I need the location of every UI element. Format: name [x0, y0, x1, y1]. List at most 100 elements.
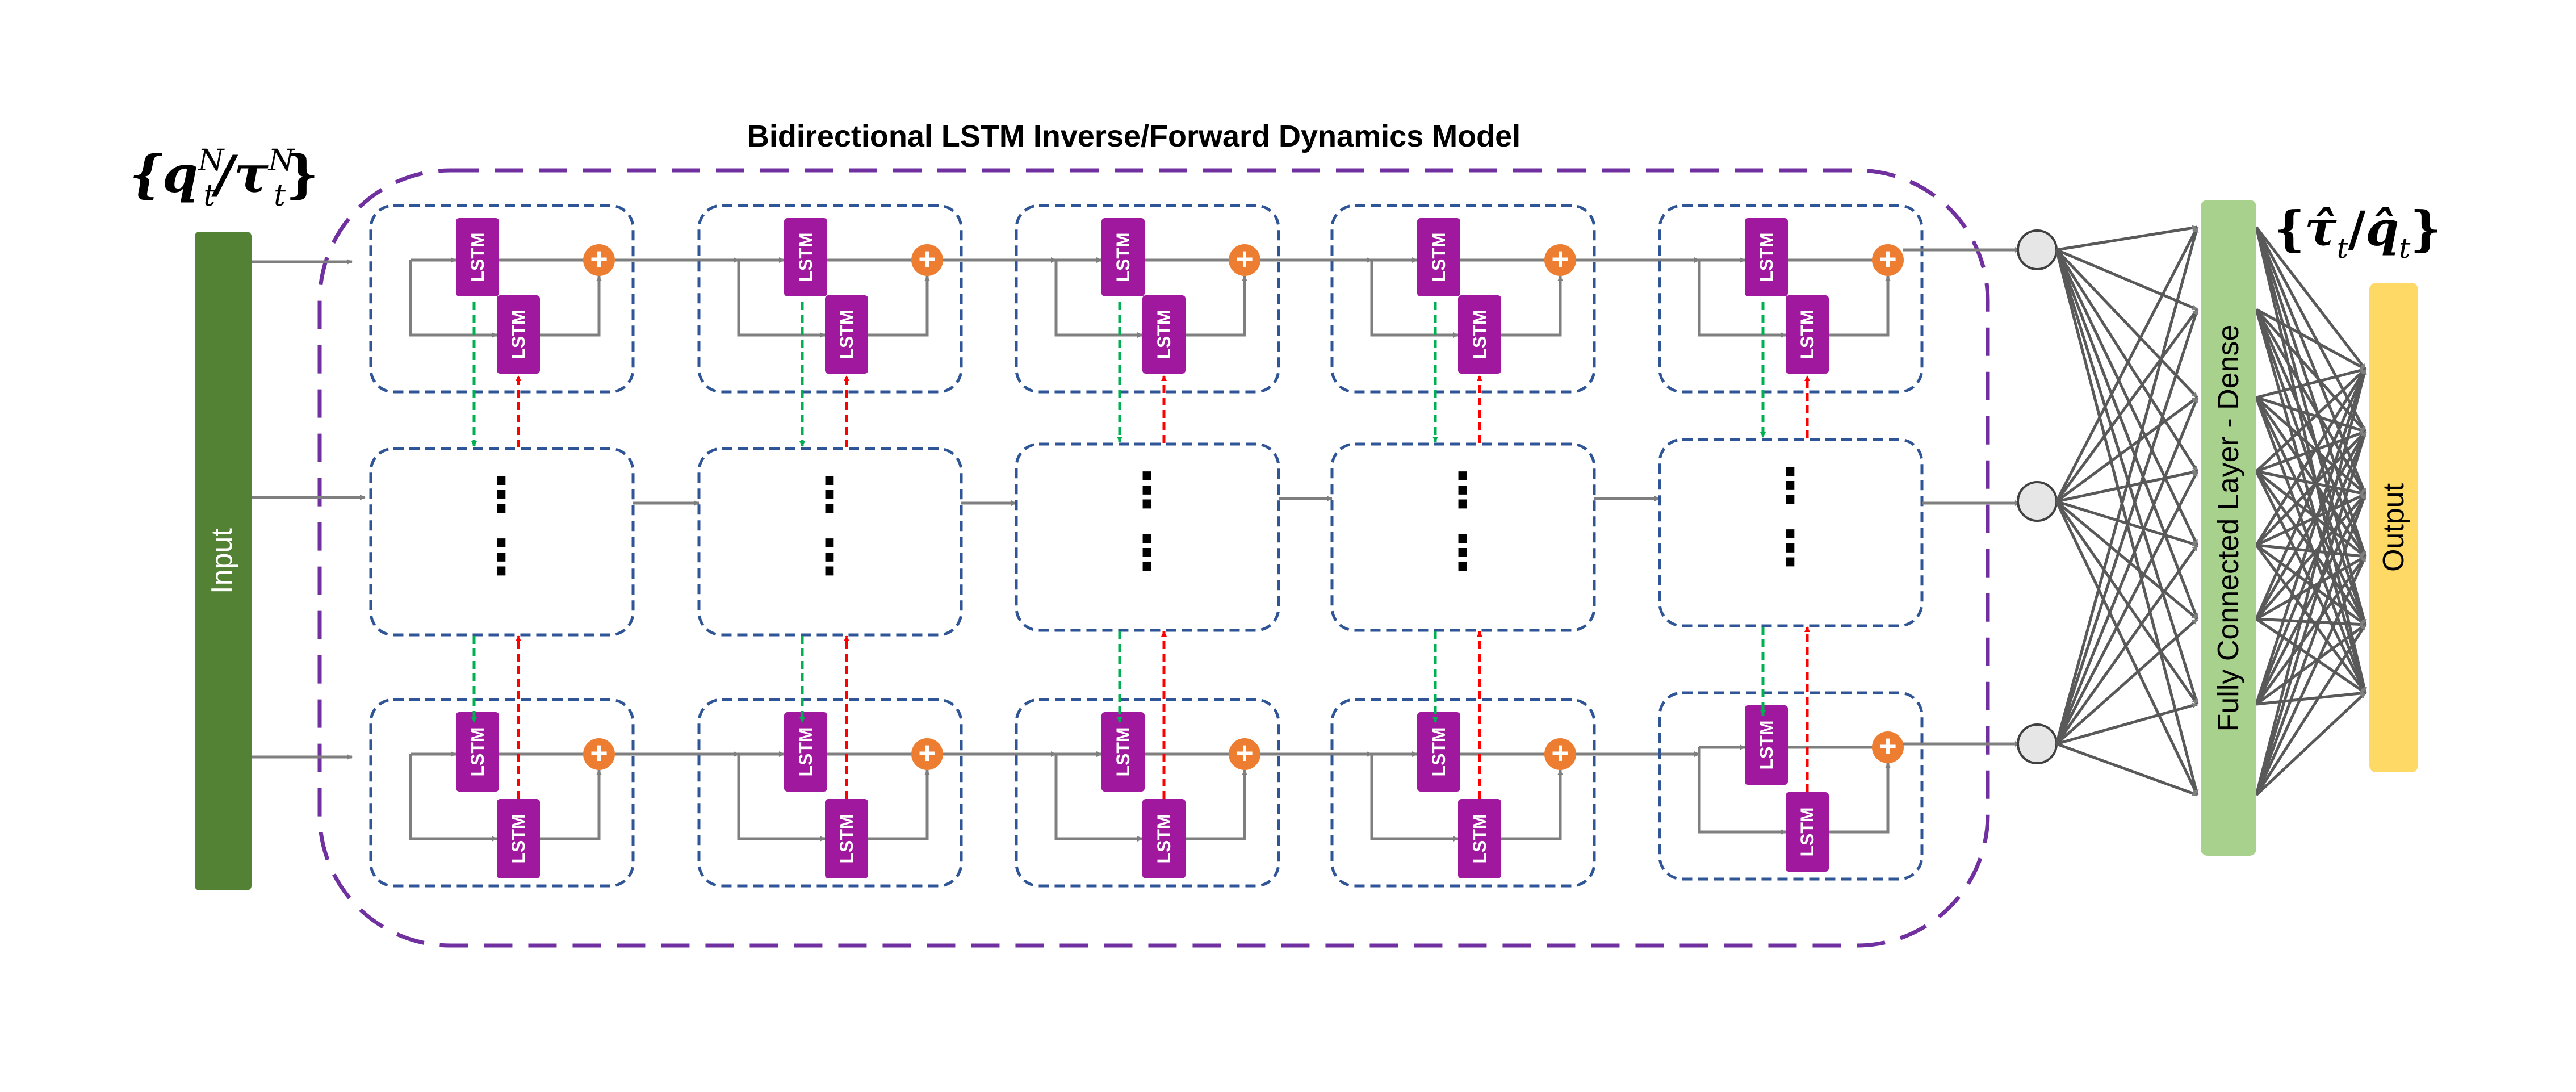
lstm-label: LSTM — [1113, 727, 1133, 776]
dense-input-edge — [2055, 500, 2199, 796]
lstm-backward-box — [825, 799, 868, 878]
sum-node — [1872, 244, 1904, 276]
lstm-backward-box — [497, 295, 540, 374]
output-edge — [2256, 690, 2366, 706]
output-edge — [2255, 555, 2367, 796]
output-edge — [2255, 492, 2366, 547]
ellipsis-icon: ⋮ — [1439, 462, 1486, 518]
sum-symbol: + — [1551, 242, 1569, 276]
ellipsis-icon: ⋮ — [806, 529, 853, 585]
middle-cell: ⋮⋮ — [1658, 438, 1924, 627]
sum-symbol: + — [1235, 736, 1254, 770]
output-bar — [2369, 283, 2418, 772]
sum-symbol: + — [918, 736, 936, 770]
dense-input-edge — [2055, 500, 2199, 705]
output-edge — [2255, 624, 2367, 796]
cell-border — [369, 204, 635, 394]
dense-input-edge — [2055, 470, 2199, 745]
lstm-label: LSTM — [467, 727, 488, 776]
output-edge — [2256, 367, 2366, 399]
output-edge — [2256, 543, 2366, 559]
middle-cell: ⋮⋮ — [697, 447, 963, 637]
dense-input-edge — [2055, 226, 2199, 503]
cell-border — [697, 204, 963, 394]
output-edge — [2255, 309, 2367, 625]
output-edge — [2255, 368, 2366, 472]
sum-symbol: + — [1879, 242, 1897, 276]
cell-border — [1330, 204, 1596, 394]
backward-to-sum-wire — [1501, 275, 1563, 337]
dense-input-edge — [2056, 742, 2198, 797]
input-label: Input — [206, 528, 238, 594]
output-edge — [2255, 227, 2367, 693]
dense-input-edge — [2055, 249, 2199, 705]
output-symbol: {τ̂t/q̂t} — [2274, 200, 2441, 265]
lstm-label: LSTM — [1469, 309, 1490, 359]
lstm-label: LSTM — [1756, 232, 1777, 282]
output-edge — [2256, 617, 2366, 627]
dense-input-edge — [2055, 500, 2198, 620]
lstm-backward-box — [1786, 792, 1829, 872]
cell-border — [369, 698, 635, 888]
dense-input-edge — [2055, 249, 2199, 472]
sum-node — [1229, 244, 1260, 276]
cell-border — [1330, 698, 1596, 888]
output-edge — [2255, 397, 2367, 693]
ellipsis-icon: ⋮ — [1123, 525, 1171, 580]
lstm-label: LSTM — [795, 727, 816, 776]
lstm-label: LSTM — [1797, 807, 1817, 856]
backward-input-wire — [1698, 260, 1786, 338]
lstm-backward-box — [1458, 295, 1501, 374]
lstm-forward-box — [1745, 218, 1788, 296]
backward-to-sum-wire — [1186, 769, 1247, 840]
sum-node — [1544, 244, 1576, 276]
lstm-label: LSTM — [467, 232, 488, 282]
dense-input-edge — [2055, 308, 2199, 503]
dense-input-edge — [2056, 225, 2198, 252]
lstm-forward-box — [784, 712, 827, 792]
middle-cell: ⋮⋮ — [1330, 442, 1596, 632]
ellipsis-icon: ⋮ — [1766, 458, 1814, 513]
backward-input-wire — [737, 754, 826, 842]
lstm-backward-box — [1786, 295, 1829, 374]
output-nodes — [2017, 225, 2367, 797]
output-edge — [2255, 431, 2367, 796]
lstm-forward-box — [784, 218, 827, 296]
output-edge — [2255, 431, 2367, 705]
hidden-node — [2017, 723, 2058, 764]
backward-to-sum-wire — [540, 769, 602, 840]
lstm-forward-box — [456, 712, 499, 792]
backward-input-wire — [1370, 754, 1459, 842]
cell-border — [1330, 442, 1596, 632]
lstm-forward-box — [456, 218, 499, 296]
backward-input-wire — [1698, 747, 1786, 835]
sum-node — [1872, 731, 1904, 763]
ellipsis-icon: ⋮ — [477, 467, 525, 522]
dense-input-edge — [2056, 702, 2198, 746]
lstm-label: LSTM — [795, 232, 816, 282]
sum-node — [911, 738, 943, 770]
input-bar — [195, 232, 252, 890]
dense-input-edge — [2055, 309, 2199, 744]
sum-symbol: + — [590, 736, 608, 770]
backward-input-wire — [409, 754, 497, 842]
lstm-label: LSTM — [836, 309, 857, 359]
backward-to-sum-wire — [868, 275, 930, 337]
cell-border — [1658, 438, 1924, 627]
cell-border — [1015, 698, 1280, 888]
backward-to-sum-wire — [1186, 275, 1247, 337]
lstm-label: LSTM — [1429, 232, 1449, 282]
sum-node — [911, 244, 943, 276]
output-edge — [2255, 493, 2367, 705]
dense-input-edge — [2056, 248, 2198, 311]
output-edge — [2255, 493, 2367, 796]
lstm-backward-box — [1142, 799, 1186, 878]
cell-border — [1015, 204, 1280, 394]
dense-layer-label: Fully Connected Layer - Dense — [2212, 325, 2245, 732]
